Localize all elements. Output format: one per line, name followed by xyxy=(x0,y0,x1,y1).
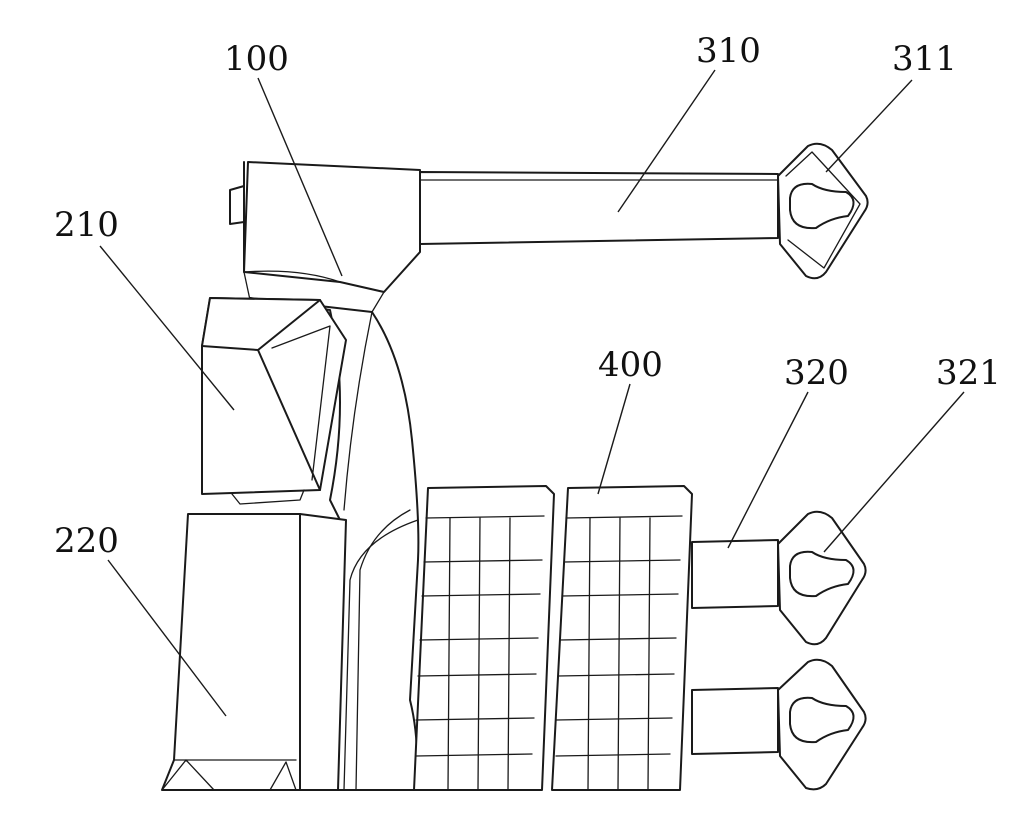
block-220 xyxy=(161,513,347,791)
leader-210 xyxy=(99,245,235,411)
block-210 xyxy=(201,297,347,505)
pad-stack-400-a xyxy=(413,485,555,791)
label-311: 311 xyxy=(892,39,957,79)
label-100: 100 xyxy=(224,39,289,79)
reference-labels: 100 310 311 210 400 320 321 220 xyxy=(54,31,1001,561)
leader-220 xyxy=(107,559,227,717)
handle-311 xyxy=(777,142,869,280)
upper-arm-310 xyxy=(419,171,779,245)
handle-lower xyxy=(777,658,867,791)
label-220: 220 xyxy=(54,521,119,561)
pad-stack-400-b xyxy=(551,485,693,791)
leader-100 xyxy=(257,77,343,277)
label-321: 321 xyxy=(936,353,1001,393)
leader-311 xyxy=(825,79,913,173)
label-400: 400 xyxy=(598,345,663,385)
lower-arm-320 xyxy=(691,539,779,755)
leader-320 xyxy=(727,391,809,549)
leader-321 xyxy=(823,391,965,553)
leader-lines xyxy=(99,69,965,717)
label-310: 310 xyxy=(696,31,761,71)
label-210: 210 xyxy=(54,205,119,245)
leader-310 xyxy=(617,69,716,213)
leader-400 xyxy=(597,383,631,495)
top-housing-100 xyxy=(229,161,421,313)
handle-321 xyxy=(777,510,867,646)
label-320: 320 xyxy=(784,353,849,393)
